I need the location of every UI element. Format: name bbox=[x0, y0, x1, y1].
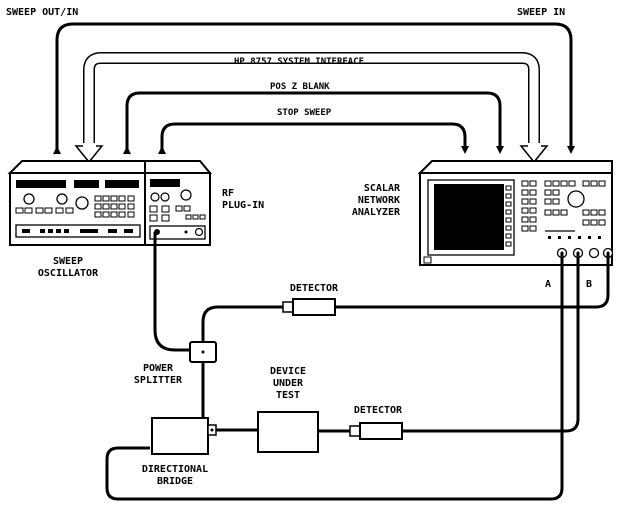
sweep-oscillator-label-1: SWEEP bbox=[53, 256, 83, 267]
input-b-label: B bbox=[586, 279, 592, 290]
sweep-in-label: SWEEP IN bbox=[517, 7, 565, 18]
pos-z-blank-cable bbox=[123, 91, 504, 154]
power-splitter-label-2: SPLITTER bbox=[134, 375, 183, 386]
detector-bottom-label: DETECTOR bbox=[354, 405, 403, 416]
dut-label-2: UNDER bbox=[273, 378, 304, 389]
directional-bridge-label-1: DIRECTIONAL bbox=[142, 464, 208, 475]
rf-plugin-label-1: RF bbox=[222, 188, 234, 199]
rf-out-cable bbox=[153, 232, 190, 352]
directional-bridge-label-2: BRIDGE bbox=[157, 476, 193, 487]
stop-sweep-cable bbox=[158, 122, 469, 154]
sweep-oscillator-label-2: OSCILLATOR bbox=[38, 268, 99, 279]
sweep-out-in-cable bbox=[53, 22, 575, 154]
system-interface-bus bbox=[83, 52, 540, 148]
directional-bridge bbox=[151, 417, 217, 455]
device-under-test bbox=[257, 411, 319, 453]
analyzer-screen bbox=[434, 184, 504, 250]
system-interface-arrow-left bbox=[74, 145, 104, 164]
detector-top bbox=[282, 298, 336, 316]
analyzer-label-3: ANALYZER bbox=[352, 207, 401, 218]
detector-top-to-b-cable bbox=[335, 253, 610, 309]
system-interface-arrow-right bbox=[519, 145, 549, 164]
rf-plugin-label-2: PLUG-IN bbox=[222, 200, 264, 211]
dut-label-1: DEVICE bbox=[270, 366, 306, 377]
system-interface-label: HP 8757 SYSTEM INTERFACE bbox=[234, 57, 364, 67]
power-splitter bbox=[189, 341, 217, 363]
detector-bottom bbox=[349, 422, 403, 440]
detector-bottom-to-input-cable bbox=[402, 253, 580, 433]
pos-z-blank-label: POS Z BLANK bbox=[270, 82, 330, 92]
scalar-network-analyzer bbox=[417, 160, 614, 266]
detector-top-label: DETECTOR bbox=[290, 283, 339, 294]
sweep-out-in-label: SWEEP OUT/IN bbox=[6, 7, 78, 18]
analyzer-label-1: SCALAR bbox=[364, 183, 401, 194]
analyzer-label-2: NETWORK bbox=[358, 195, 400, 206]
dut-label-3: TEST bbox=[276, 390, 300, 401]
rf-plugin bbox=[149, 179, 206, 240]
stop-sweep-label: STOP SWEEP bbox=[277, 108, 332, 118]
bridge-loop-cable bbox=[105, 253, 564, 501]
splitter-to-detector-cable bbox=[201, 305, 283, 342]
power-splitter-label-1: POWER bbox=[143, 363, 174, 374]
input-a-label: A bbox=[545, 279, 551, 290]
